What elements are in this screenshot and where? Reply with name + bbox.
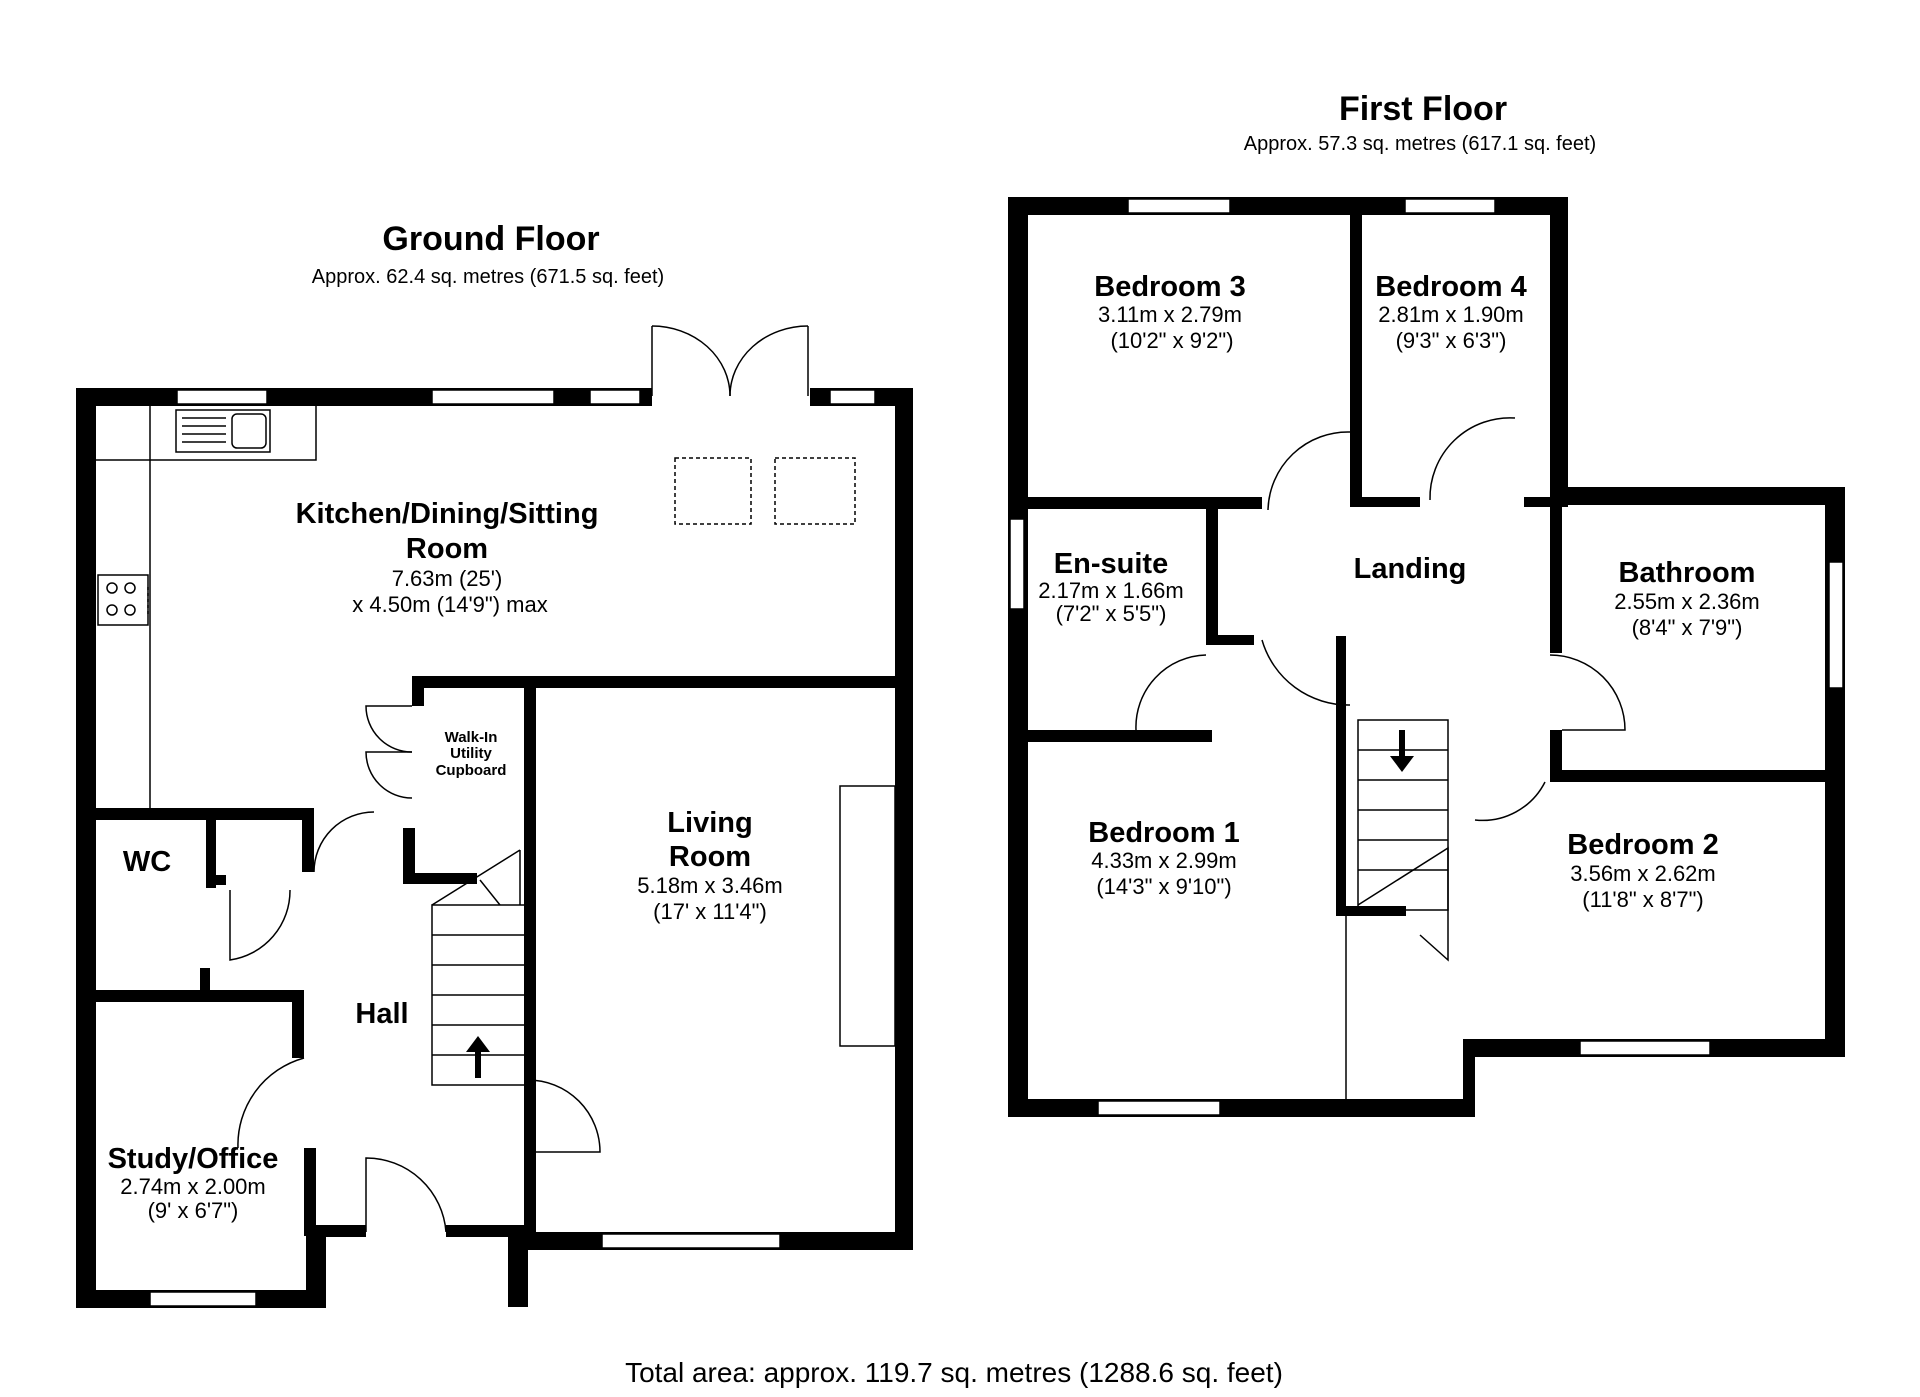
living-dim-line1: 5.18m x 3.46m [637,873,783,898]
ensuite-dim-line2: (7'2" x 5'5") [1056,601,1167,626]
bedroom2-dim-line1: 3.56m x 2.62m [1570,861,1716,886]
bedroom1-dim-line1: 4.33m x 2.99m [1091,848,1237,873]
bedroom1-dim-line2: (14'3" x 9'10") [1096,874,1231,899]
ground-floor-windows [149,389,876,1307]
first-floor-doors [1135,417,1626,822]
ground-floor-plan: Ground Floor Approx. 62.4 sq. metres (67… [76,220,913,1308]
ground-floor-stairs [431,849,529,1086]
ground-floor-doors [229,705,601,1233]
living-name-line2: Room [669,841,751,873]
utility-line3: Cupboard [436,762,507,779]
kitchen-dim-line1: 7.63m (25') [392,566,503,591]
stairs-up-arrow [466,1036,490,1078]
bathroom-dim-line2: (8'4" x 7'9") [1632,615,1743,640]
total-area: Total area: approx. 119.7 sq. metres (12… [625,1357,1283,1388]
living-dim-line2: (17' x 11'4") [653,899,767,924]
bedroom4-dim-line2: (9'3" x 6'3") [1396,328,1507,353]
ground-floor-title: Ground Floor [382,220,599,258]
bedroom2-dim-line2: (11'8" x 8'7") [1582,887,1703,912]
ground-floor-area: Approx. 62.4 sq. metres (671.5 sq. feet) [312,266,664,288]
living-name-line1: Living [667,807,752,839]
bedroom2-name: Bedroom 2 [1567,829,1718,861]
sink-lines [182,417,226,443]
kitchen-dim-line2: x 4.50m (14'9") max [352,592,547,617]
hall-name: Hall [355,998,408,1030]
kitchen-fittings [96,406,896,1047]
utility-line1: Walk-In [445,729,498,746]
bedroom3-name: Bedroom 3 [1094,271,1245,303]
first-floor-windows [1009,198,1844,1116]
landing-name: Landing [1354,553,1467,585]
study-dim-line2: (9' x 6'7") [148,1198,239,1223]
first-floor-plan: First Floor Approx. 57.3 sq. metres (617… [1008,90,1845,1117]
first-floor-title: First Floor [1339,90,1507,128]
study-name: Study/Office [108,1143,279,1175]
bedroom4-name: Bedroom 4 [1375,271,1526,303]
bedroom1-name: Bedroom 1 [1088,817,1239,849]
bathroom-dim-line1: 2.55m x 2.36m [1614,589,1760,614]
bedroom3-dim-line1: 3.11m x 2.79m [1098,302,1242,327]
bedroom4-dim-line1: 2.81m x 1.90m [1378,302,1524,327]
utility-line2: Utility [450,745,492,762]
stairs-down-arrow [1390,730,1414,772]
ensuite-name: En-suite [1054,548,1168,580]
wc-name: WC [123,846,171,878]
study-dim-line1: 2.74m x 2.00m [120,1174,266,1199]
first-floor-stairs [1345,719,1449,1099]
kitchen-name-line2: Room [406,533,488,565]
bathroom-name: Bathroom [1619,557,1756,589]
first-floor-area: Approx. 57.3 sq. metres (617.1 sq. feet) [1244,133,1596,155]
bedroom3-dim-line2: (10'2" x 9'2") [1110,328,1233,353]
ensuite-dim-line1: 2.17m x 1.66m [1038,578,1184,603]
kitchen-name-line1: Kitchen/Dining/Sitting [296,498,599,530]
french-doors [651,325,810,408]
